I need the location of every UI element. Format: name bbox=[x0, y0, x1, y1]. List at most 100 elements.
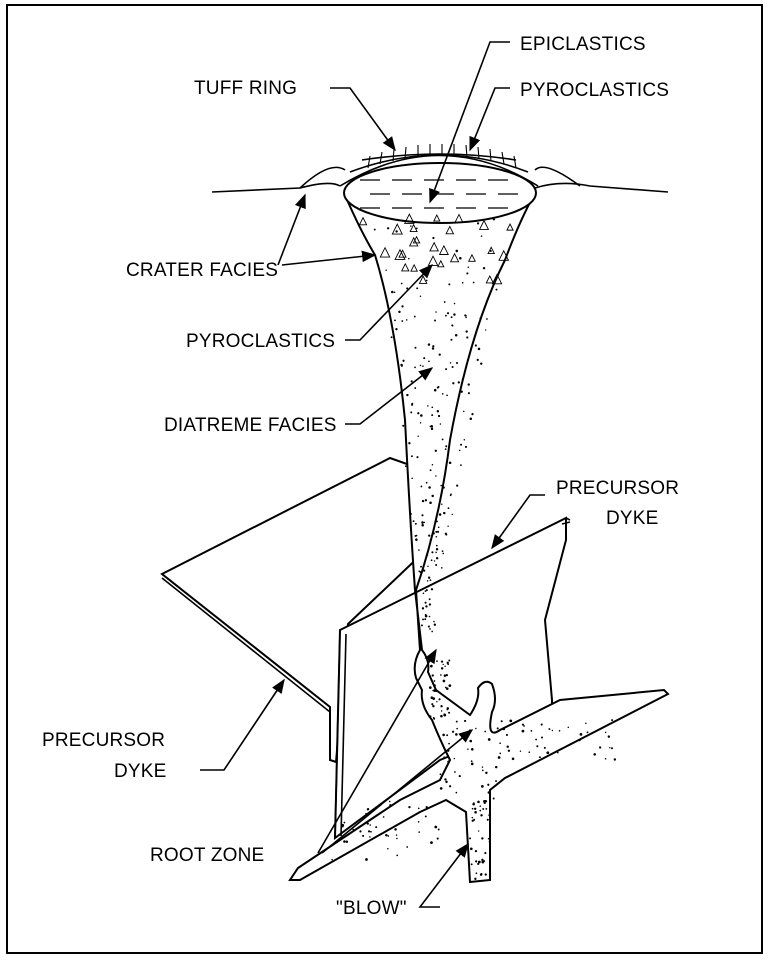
speck bbox=[428, 360, 430, 362]
speck bbox=[424, 522, 425, 523]
speck bbox=[408, 258, 410, 260]
speck bbox=[434, 826, 437, 829]
speck bbox=[426, 806, 428, 808]
speck bbox=[499, 753, 501, 755]
speck bbox=[430, 841, 433, 844]
speck bbox=[469, 740, 472, 743]
speck bbox=[359, 830, 361, 832]
speck bbox=[431, 631, 433, 633]
speck bbox=[441, 567, 443, 569]
speck bbox=[552, 730, 553, 731]
speck bbox=[444, 674, 447, 677]
speck bbox=[548, 728, 550, 730]
speck bbox=[587, 731, 589, 733]
speck bbox=[441, 661, 443, 663]
speck bbox=[428, 625, 430, 627]
speck bbox=[423, 570, 425, 572]
speck bbox=[468, 392, 470, 394]
speck bbox=[420, 566, 422, 568]
speck bbox=[401, 365, 403, 367]
speck bbox=[449, 785, 451, 787]
speck bbox=[455, 733, 458, 736]
speck bbox=[443, 714, 446, 717]
speck bbox=[396, 855, 398, 857]
speck bbox=[431, 559, 433, 561]
speck bbox=[429, 501, 432, 504]
speck bbox=[417, 436, 418, 437]
speck bbox=[502, 728, 505, 731]
speck bbox=[410, 411, 412, 413]
speck bbox=[522, 730, 525, 733]
speck bbox=[369, 836, 371, 838]
speck bbox=[445, 368, 447, 370]
speck bbox=[541, 724, 543, 726]
speck bbox=[432, 674, 434, 676]
speck bbox=[484, 731, 486, 733]
speck bbox=[414, 387, 416, 389]
speck bbox=[458, 381, 460, 383]
speck bbox=[342, 825, 344, 827]
speck bbox=[499, 742, 501, 744]
speck bbox=[420, 422, 421, 423]
speck bbox=[442, 550, 444, 552]
speck bbox=[436, 701, 437, 702]
speck bbox=[421, 624, 423, 626]
speck bbox=[369, 824, 371, 826]
speck bbox=[433, 718, 435, 720]
speck bbox=[486, 318, 488, 320]
speck bbox=[522, 724, 524, 726]
speck bbox=[438, 527, 440, 529]
speck bbox=[460, 464, 462, 466]
speck bbox=[481, 785, 484, 788]
speck bbox=[389, 804, 391, 806]
speck bbox=[416, 535, 418, 537]
speck bbox=[430, 715, 432, 717]
speck bbox=[414, 316, 416, 318]
speck bbox=[406, 394, 408, 396]
speck bbox=[476, 872, 478, 874]
speck bbox=[435, 564, 437, 566]
speck bbox=[444, 666, 445, 667]
speck bbox=[488, 738, 491, 741]
speck bbox=[420, 414, 423, 417]
speck bbox=[559, 730, 561, 732]
speck bbox=[474, 808, 476, 810]
speck bbox=[436, 545, 438, 547]
speck bbox=[401, 283, 403, 285]
speck bbox=[418, 821, 420, 823]
speck bbox=[435, 311, 437, 313]
speck bbox=[432, 705, 434, 707]
speck bbox=[420, 637, 421, 638]
speck bbox=[405, 420, 407, 422]
speck bbox=[481, 837, 483, 839]
speck bbox=[445, 533, 447, 535]
speck bbox=[475, 850, 477, 852]
speck bbox=[434, 560, 435, 561]
speck bbox=[475, 860, 477, 862]
speck bbox=[430, 539, 432, 541]
label-precursor-right-2: DYKE bbox=[606, 508, 659, 529]
speck bbox=[479, 810, 481, 812]
speck bbox=[387, 848, 388, 849]
speck bbox=[424, 618, 426, 620]
speck bbox=[440, 705, 442, 707]
speck bbox=[422, 365, 424, 367]
speck bbox=[375, 826, 377, 828]
speck bbox=[387, 227, 389, 229]
speck bbox=[495, 766, 497, 768]
speck bbox=[481, 859, 483, 861]
speck bbox=[474, 878, 476, 880]
speck bbox=[440, 485, 442, 487]
speck bbox=[421, 514, 423, 516]
speck bbox=[447, 312, 449, 314]
speck bbox=[611, 719, 613, 721]
speck bbox=[448, 684, 451, 687]
label-crater-facies: CRATER FACIES bbox=[126, 260, 278, 281]
label-blow: "BLOW" bbox=[336, 898, 407, 919]
speck bbox=[464, 439, 466, 441]
speck bbox=[544, 747, 546, 749]
speck bbox=[425, 605, 427, 607]
speck bbox=[418, 808, 420, 810]
speck bbox=[489, 840, 491, 842]
speck bbox=[411, 380, 413, 382]
